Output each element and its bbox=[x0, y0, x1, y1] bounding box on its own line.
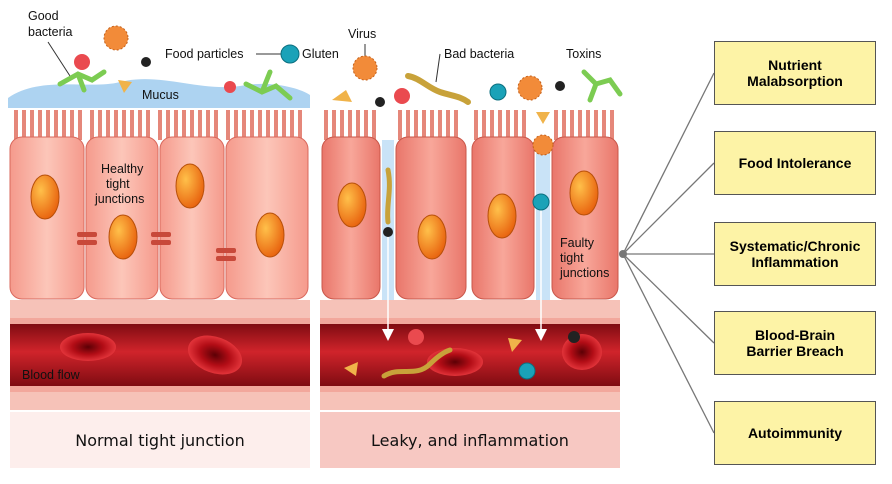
gluten-particle-icon bbox=[489, 83, 507, 101]
toxin-icon bbox=[375, 97, 385, 107]
bad-bacteria-icon bbox=[405, 73, 471, 105]
food-particles-label: Food particles bbox=[165, 47, 244, 61]
connector-hub bbox=[619, 250, 627, 258]
gluten-icon bbox=[508, 338, 522, 352]
toxins-label: Toxins bbox=[566, 47, 601, 61]
leaky-panel: Leaky, and inflammation Faulty tight jun… bbox=[320, 27, 623, 468]
normal-caption: Normal tight junction bbox=[75, 431, 245, 450]
leaky-caption-box bbox=[320, 412, 620, 468]
effect-line: Barrier Breach bbox=[746, 343, 844, 359]
healthy-label-2: tight bbox=[106, 177, 130, 191]
toxin-icon bbox=[568, 331, 580, 343]
bad-bacteria-icon bbox=[385, 167, 392, 225]
gluten-particle-icon bbox=[280, 44, 300, 64]
effect-line: Blood-Brain bbox=[754, 327, 836, 343]
toxin-icon bbox=[383, 227, 393, 237]
food-particle-icon bbox=[394, 88, 410, 104]
good-bacteria-icon bbox=[243, 69, 293, 101]
good-bacteria-label-1: Good bbox=[28, 9, 59, 23]
virus-icon bbox=[532, 134, 554, 156]
gluten-icon bbox=[332, 90, 352, 102]
toxin-icon bbox=[555, 81, 565, 91]
good-bacteria-icon bbox=[581, 69, 623, 103]
epithelial-cells-normal bbox=[9, 136, 309, 300]
faulty-label-3: junctions bbox=[559, 266, 609, 280]
bad-bacteria-label: Bad bacteria bbox=[444, 47, 514, 61]
good-bacteria-icon bbox=[57, 69, 107, 93]
effect-line: Nutrient bbox=[768, 57, 822, 73]
red-blood-cell bbox=[562, 334, 602, 370]
food-particle-icon bbox=[408, 329, 424, 345]
effect-line: Systematic/Chronic bbox=[729, 238, 861, 254]
red-blood-cell bbox=[60, 333, 116, 361]
toxin-icon bbox=[141, 57, 151, 67]
virus-icon bbox=[103, 25, 129, 51]
gluten-particle-icon bbox=[518, 362, 536, 380]
faulty-label-2: tight bbox=[560, 251, 584, 265]
normal-panel: Mucus Healthy tight junctions bbox=[8, 9, 339, 468]
connector-lines bbox=[622, 72, 715, 434]
healthy-label-1: Healthy bbox=[101, 162, 144, 176]
food-particle-icon bbox=[74, 54, 90, 70]
virus-icon bbox=[352, 55, 378, 81]
gluten-icon bbox=[536, 112, 550, 124]
blood-vessel-normal bbox=[10, 322, 310, 388]
microvilli-normal bbox=[14, 110, 302, 140]
gluten-label: Gluten bbox=[302, 47, 339, 61]
normal-caption-box bbox=[10, 412, 310, 468]
gluten-particle-icon bbox=[532, 193, 550, 211]
gluten-icon bbox=[344, 362, 358, 376]
mucus-label: Mucus bbox=[142, 88, 179, 102]
effect-box-food-intolerance: Food Intolerance bbox=[714, 131, 876, 195]
tight-junctions-healthy bbox=[77, 232, 236, 261]
virus-label: Virus bbox=[348, 27, 376, 41]
blood-flow-label: Blood flow bbox=[22, 368, 81, 382]
red-blood-cell bbox=[187, 335, 243, 375]
food-particle-icon bbox=[224, 81, 236, 93]
effect-line: Food Intolerance bbox=[738, 155, 852, 171]
epithelial-cells-leaky bbox=[321, 136, 619, 300]
effect-line: Malabsorption bbox=[747, 73, 843, 89]
good-bacteria-label-2: bacteria bbox=[28, 25, 73, 39]
healthy-label-3: junctions bbox=[94, 192, 144, 206]
bad-bacteria-icon bbox=[381, 347, 453, 379]
faulty-label-1: Faulty bbox=[560, 236, 595, 250]
effect-line: Inflammation bbox=[751, 254, 839, 270]
microvilli-leaky bbox=[324, 110, 614, 140]
gluten-icon bbox=[118, 80, 132, 93]
virus-icon bbox=[517, 75, 543, 101]
leaky-caption: Leaky, and inflammation bbox=[371, 431, 569, 450]
effect-line: Autoimmunity bbox=[747, 425, 843, 441]
effect-box-autoimmunity: Autoimmunity bbox=[714, 401, 876, 465]
